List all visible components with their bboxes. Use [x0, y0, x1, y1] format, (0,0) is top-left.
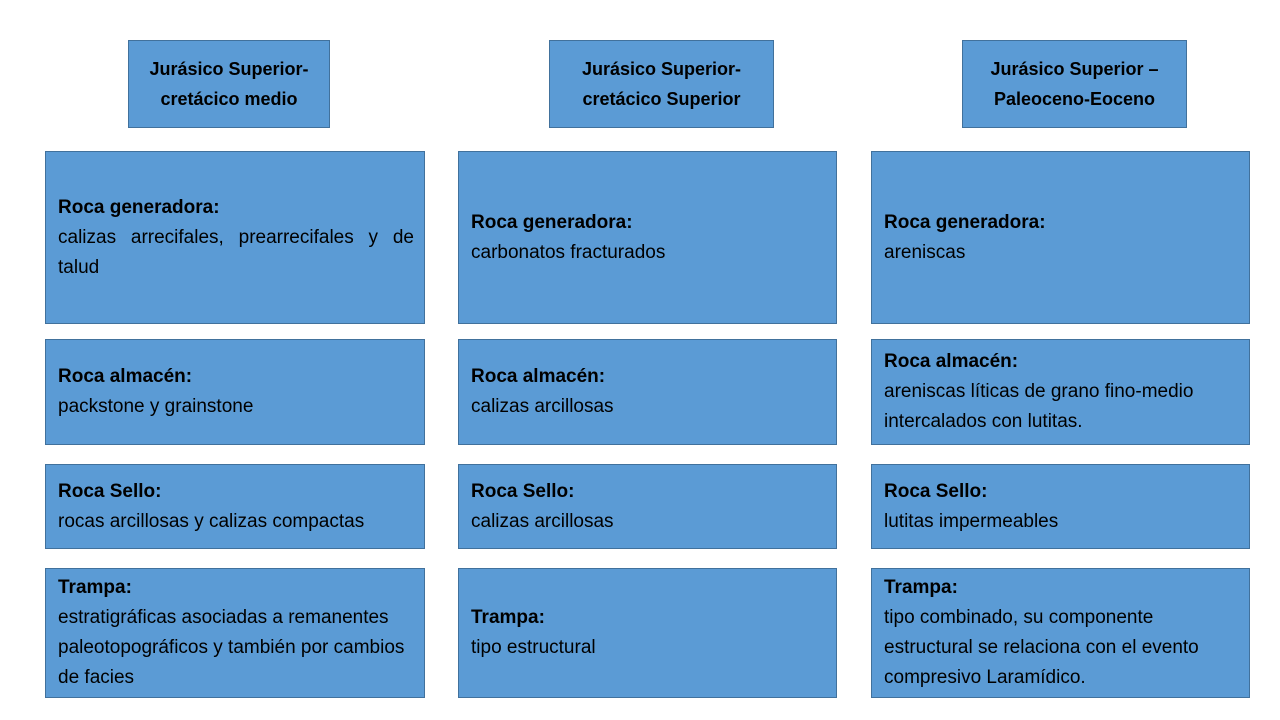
column-header-1-text: Jurásico Superior-cretácico medio	[149, 59, 309, 109]
col2-roca-almacen-text: calizas arcillosas	[471, 396, 614, 417]
col1-roca-almacen-box: Roca almacén: packstone y grainstone	[45, 339, 425, 445]
col3-trampa-label: Trampa:	[884, 577, 958, 598]
col3-trampa-box: Trampa: tipo combinado, su componente es…	[871, 568, 1250, 698]
col3-roca-generadora-box: Roca generadora: areniscas	[871, 151, 1250, 324]
col3-trampa-text: tipo combinado, su componente estructura…	[884, 607, 1199, 688]
column-header-1: Jurásico Superior-cretácico medio	[128, 40, 330, 128]
col2-trampa-label: Trampa:	[471, 607, 545, 628]
col1-roca-generadora-text: calizas arrecifales, prearrecifales y de…	[58, 226, 414, 278]
col2-roca-generadora-text: carbonatos fracturados	[471, 241, 666, 263]
col1-trampa-label: Trampa:	[58, 577, 132, 598]
column-header-3-text: Jurásico Superior – Paleoceno-Eoceno	[990, 59, 1159, 109]
column-header-2: Jurásico Superior-cretácico Superior	[549, 40, 774, 128]
col1-roca-sello-label: Roca Sello:	[58, 480, 162, 502]
col2-roca-generadora-box: Roca generadora: carbonatos fracturados	[458, 151, 837, 324]
col3-roca-almacen-label: Roca almacén:	[884, 351, 1019, 372]
col3-roca-sello-label: Roca Sello:	[884, 480, 988, 502]
col3-roca-sello-text: lutitas impermeables	[884, 510, 1059, 532]
col1-trampa-box: Trampa: estratigráficas asociadas a rema…	[45, 568, 425, 698]
col2-roca-sello-label: Roca Sello:	[471, 480, 575, 502]
col2-trampa-text: tipo estructural	[471, 637, 596, 658]
column-header-2-text: Jurásico Superior-cretácico Superior	[581, 59, 742, 109]
col1-roca-almacen-label: Roca almacén:	[58, 366, 193, 387]
column-header-3: Jurásico Superior – Paleoceno-Eoceno	[962, 40, 1187, 128]
col2-roca-generadora-label: Roca generadora:	[471, 211, 633, 233]
col2-roca-sello-text: calizas arcillosas	[471, 510, 614, 532]
col3-roca-almacen-box: Roca almacén: areniscas líticas de grano…	[871, 339, 1250, 445]
col3-roca-almacen-text: areniscas líticas de grano fino-medio in…	[884, 381, 1194, 432]
col1-roca-sello-text: rocas arcillosas y calizas compactas	[58, 510, 365, 532]
col1-roca-generadora-box: Roca generadora: calizas arrecifales, pr…	[45, 151, 425, 324]
col1-trampa-text: estratigráficas asociadas a remanentes p…	[58, 607, 405, 688]
col2-trampa-box: Trampa: tipo estructural	[458, 568, 837, 698]
col1-roca-generadora-label: Roca generadora:	[58, 196, 220, 218]
col2-roca-almacen-label: Roca almacén:	[471, 366, 606, 387]
col3-roca-generadora-label: Roca generadora:	[884, 211, 1046, 233]
col1-roca-sello-box: Roca Sello: rocas arcillosas y calizas c…	[45, 464, 425, 549]
col2-roca-almacen-box: Roca almacén: calizas arcillosas	[458, 339, 837, 445]
col2-roca-sello-box: Roca Sello: calizas arcillosas	[458, 464, 837, 549]
col3-roca-generadora-text: areniscas	[884, 241, 966, 263]
col3-roca-sello-box: Roca Sello: lutitas impermeables	[871, 464, 1250, 549]
col1-roca-almacen-text: packstone y grainstone	[58, 396, 254, 417]
